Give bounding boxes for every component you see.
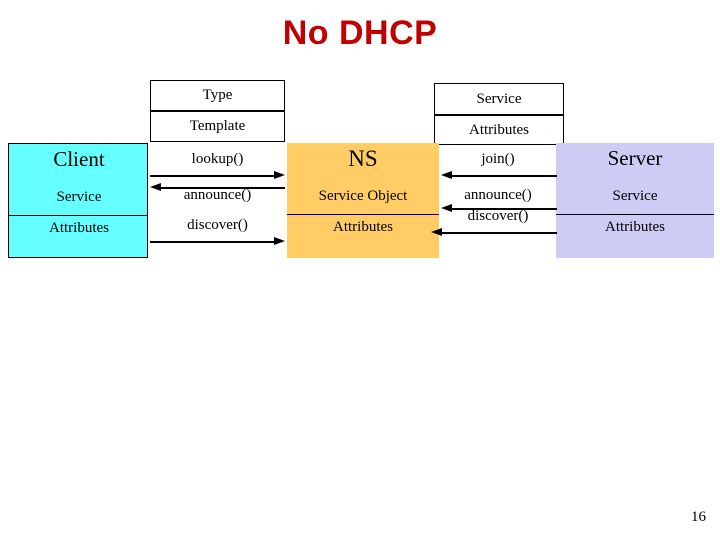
arrow-announce-right-left bbox=[441, 204, 557, 213]
client-title: Client bbox=[53, 147, 105, 171]
callout-box-attributes: Attributes bbox=[434, 115, 564, 145]
op-label-join: join() bbox=[481, 151, 515, 167]
arrow-discover-right bbox=[150, 237, 285, 246]
arrow-announce-left bbox=[150, 183, 285, 192]
op-label-announce-left: announce() bbox=[183, 187, 252, 203]
client-column: Client Service Attributes bbox=[8, 143, 148, 258]
ns-attributes-label: Attributes bbox=[333, 219, 393, 235]
server-service-label: Service bbox=[612, 188, 658, 204]
ns-divider bbox=[287, 214, 439, 215]
client-attributes-label: Attributes bbox=[49, 220, 109, 236]
ns-title: NS bbox=[348, 146, 378, 171]
client-service-label: Service bbox=[56, 189, 102, 205]
page-title: No DHCP bbox=[282, 14, 438, 52]
arrow-join-left bbox=[441, 171, 557, 180]
op-label-lookup: lookup() bbox=[191, 151, 244, 167]
callout-box-template: Template bbox=[150, 111, 285, 142]
arrow-discover-right-left bbox=[431, 228, 557, 237]
server-column: Server Service Attributes bbox=[556, 143, 714, 258]
op-label-discover-right: discover() bbox=[467, 208, 529, 224]
server-attributes-label: Attributes bbox=[605, 219, 665, 235]
server-title: Server bbox=[607, 146, 663, 170]
client-divider bbox=[9, 215, 148, 216]
page-number: 16 bbox=[691, 509, 706, 525]
op-label-announce-right: announce() bbox=[464, 187, 532, 203]
op-label-discover-left: discover() bbox=[187, 217, 248, 233]
arrow-lookup-right bbox=[150, 171, 285, 180]
ns-service-object-label: Service Object bbox=[318, 188, 408, 204]
ns-column: NS Service Object Attributes bbox=[287, 143, 439, 258]
callout-box-service: Service bbox=[434, 83, 564, 115]
server-divider bbox=[556, 214, 714, 215]
callout-box-type: Type bbox=[150, 80, 285, 111]
